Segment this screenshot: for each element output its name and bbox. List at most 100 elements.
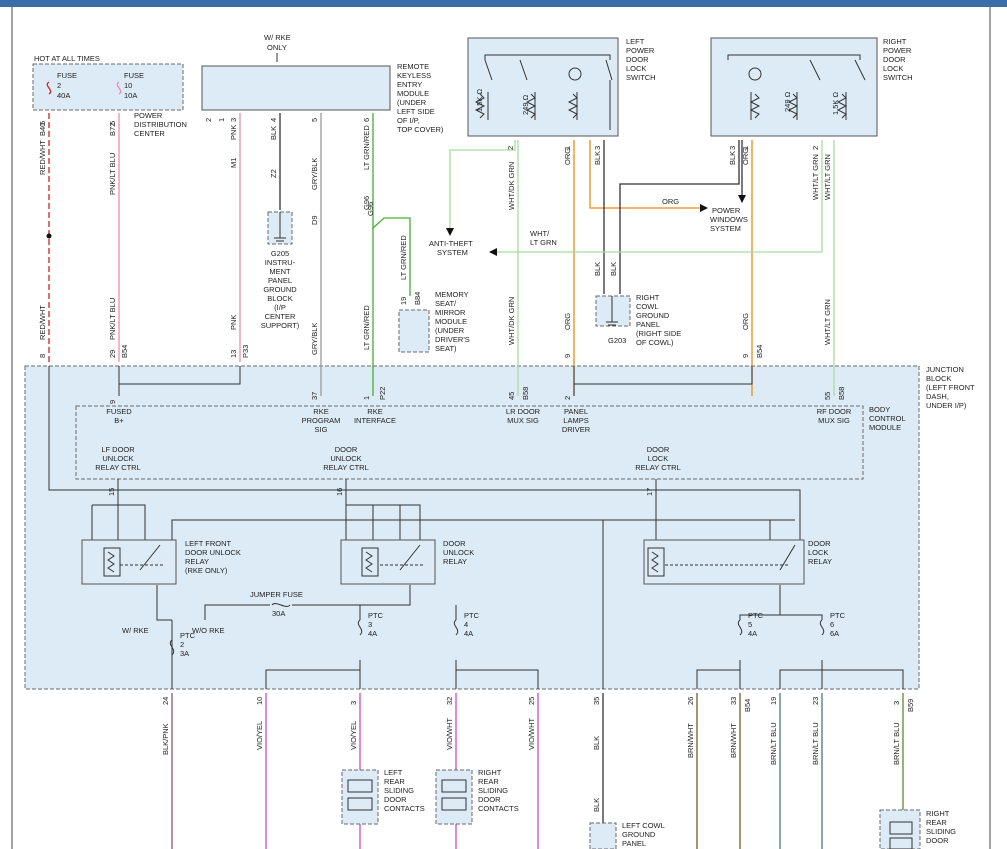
wire-label-33: VIO/WHT xyxy=(527,718,536,750)
pin-33: 2 xyxy=(563,396,572,400)
ptc-6-amp: 6A xyxy=(830,629,839,638)
bcm-rkeprog-3: SIG xyxy=(315,425,328,434)
g203-line-4: PANEL xyxy=(636,320,660,329)
wire-label-32: VIO/WHT xyxy=(445,718,454,750)
left-switch-r2: 249 Ω xyxy=(521,94,530,115)
rpdls-line-5: SWITCH xyxy=(883,73,913,82)
wire-label-27: ORG xyxy=(741,313,750,330)
lrsdc-line-2: REAR xyxy=(384,777,405,786)
wire-label-22: LT GRN/RED xyxy=(362,305,371,350)
pin-1: B40 xyxy=(38,123,47,136)
wire-label-9: G96 xyxy=(362,196,371,210)
ptc-2-symbol xyxy=(169,639,175,656)
pin-27: 9 xyxy=(108,400,117,404)
right-rear-sliding-door-box xyxy=(879,809,921,849)
rpdls-line-3: DOOR xyxy=(883,55,906,64)
power-windows-label-1: POWER xyxy=(712,206,741,215)
ptc-5-symbol xyxy=(737,619,743,636)
g205-line-5: GROUND xyxy=(263,285,297,294)
pin-42: 32 xyxy=(445,697,454,705)
wire-label-21: GRY/BLK xyxy=(310,323,319,355)
memseat-line-2: SEAT/ xyxy=(435,299,457,308)
bcm-label: BODYCONTROLMODULEFUSEDB+RKEPROGRAMSIGRKE… xyxy=(95,405,905,472)
wire-label-7: D9 xyxy=(310,215,319,225)
wire-label-20: PNK xyxy=(229,315,238,330)
relay-du-3: RELAY xyxy=(443,557,467,566)
rke-line-4: MODULE xyxy=(397,89,429,98)
relay-lf-3: RELAY xyxy=(185,557,209,566)
rke-line-1: REMOTE xyxy=(397,62,429,71)
memseat-line-4: MODULE xyxy=(435,317,467,326)
wire-label-16: WHT/LT GRN xyxy=(811,154,820,200)
wire-label-29: BLK/PNK xyxy=(161,723,170,755)
wire-label-19: PNK/LT BLU xyxy=(108,298,117,340)
lrsdc-line-1: LEFT xyxy=(384,768,403,777)
rke-line-3: ENTRY xyxy=(397,80,422,89)
jb-internal-wiring xyxy=(48,366,904,689)
bcm-dlock-2: LOCK xyxy=(648,454,668,463)
wire-label-31: VIO/YEL xyxy=(349,721,358,750)
pin-47: B54 xyxy=(743,699,752,712)
bcm-line-2: CONTROL xyxy=(869,414,906,423)
bcm-rkeint-1: RKE xyxy=(367,407,382,416)
fuse-2-symbol xyxy=(46,81,52,95)
pin-35: B58 xyxy=(837,387,846,400)
g203-line-5: (RIGHT SIDE xyxy=(636,329,681,338)
wire-label-14: BLK xyxy=(728,151,737,165)
g203-ground-symbol xyxy=(606,296,618,326)
rke-line-2: KEYLESS xyxy=(397,71,431,80)
wire-label-15: ORG xyxy=(741,148,750,165)
rke-line-5: (UNDER xyxy=(397,98,427,107)
g203-line-3: GROUND xyxy=(636,311,670,320)
pin-32: B58 xyxy=(521,387,530,400)
lrsdc-line-3: SLIDING xyxy=(384,786,414,795)
pin-9: 6 xyxy=(362,118,371,122)
g203-name: G203 xyxy=(608,336,626,345)
fuse-2-label: FUSE xyxy=(57,71,77,80)
wire-label-1: PNK/LT BLU xyxy=(108,153,117,195)
lpdls-line-1: LEFT xyxy=(626,37,645,46)
ptc-3-symbol xyxy=(357,619,363,636)
title-bar xyxy=(0,0,1007,7)
splice-red-wht xyxy=(46,233,52,239)
bcm-rkeprog-2: PROGRAM xyxy=(302,416,341,425)
bcm-fused-1: FUSED xyxy=(106,407,132,416)
ptc-5-num: 5 xyxy=(748,620,752,629)
wire-label-org-pw: ORG xyxy=(662,197,679,206)
pin-37: 16 xyxy=(335,488,344,496)
relay-dl-2: LOCK xyxy=(808,548,828,557)
ptc-3-num: 3 xyxy=(368,620,372,629)
fuse-10-num: 10 xyxy=(124,81,132,90)
pin-2: 5 xyxy=(108,121,117,125)
g205-line-4: PANEL xyxy=(268,276,292,285)
bcm-panel-3: DRIVER xyxy=(562,425,591,434)
ptc-6-label: PTC xyxy=(830,611,846,620)
ptc-3-label: PTC xyxy=(368,611,384,620)
pin-46: 33 xyxy=(729,697,738,705)
rke-note-2: ONLY xyxy=(267,43,287,52)
g203-line-2: COWL xyxy=(636,302,659,311)
jb-line-4: DASH, xyxy=(926,392,949,401)
pin-22: 13 xyxy=(229,350,238,358)
pin-29: 1 xyxy=(362,396,371,400)
bcm-rkeprog-1: RKE xyxy=(313,407,328,416)
memseat-line-1: MEMORY xyxy=(435,290,469,299)
fuse-2-num: 2 xyxy=(57,81,61,90)
door-unlock-relay-box xyxy=(340,539,436,585)
pin-20: 29 xyxy=(108,350,117,358)
relay-lf-1: LEFT FRONT xyxy=(185,539,232,548)
pin-3: B72 xyxy=(108,123,117,136)
ptc-2-num: 2 xyxy=(180,640,184,649)
lcowl-line-2: GROUND xyxy=(622,830,656,839)
bcm-dunlock-2: UNLOCK xyxy=(330,454,361,463)
wire-label-8: LT GRN/RED xyxy=(362,125,371,170)
bcm-rfdoor-2: MUX SIG xyxy=(818,416,850,425)
pin-21: B54 xyxy=(120,345,129,358)
bcm-fused-2: B+ xyxy=(114,416,124,425)
rrsdc-line-1: RIGHT xyxy=(478,768,502,777)
rrsdc-line-5: CONTACTS xyxy=(478,804,519,813)
